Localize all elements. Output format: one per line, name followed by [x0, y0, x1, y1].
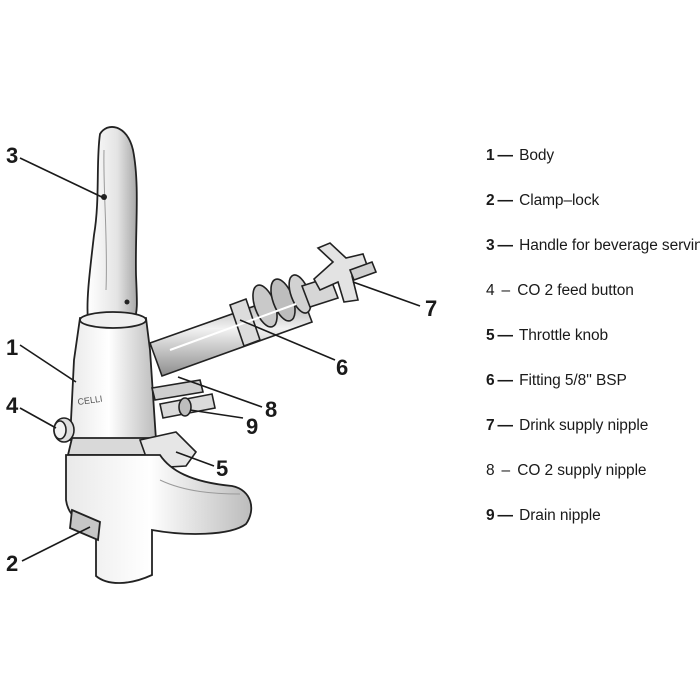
legend-item: 2— Clamp–lock [486, 188, 700, 233]
fitting-pipe [148, 274, 340, 378]
legend-label: Handle for beverage serving [519, 237, 700, 254]
legend-item: 4– CO 2 feed button [486, 278, 700, 323]
legend-number: 2 [486, 192, 495, 209]
legend-number: 8 [486, 462, 495, 479]
legend-label: Fitting 5/8'' BSP [519, 372, 627, 389]
serving-handle [86, 126, 138, 321]
legend-item: 8– CO 2 supply nipple [486, 458, 700, 503]
leader-lines [19, 157, 421, 562]
parts-legend: 1— Body 2— Clamp–lock 3— Handle for beve… [486, 143, 700, 548]
callout-9: 9 [246, 414, 258, 439]
callout-3: 3 [6, 143, 18, 168]
lower-housing [65, 454, 253, 584]
callout-numbers: 3 1 4 2 6 7 8 9 5 [6, 143, 437, 576]
callout-4: 4 [6, 393, 19, 418]
legend-dash: — [497, 192, 514, 209]
legend-item: 9— Drain nipple [486, 503, 700, 548]
co2-feed-button [53, 417, 75, 443]
legend-dash: — [497, 147, 514, 164]
legend-dash: — [497, 417, 514, 434]
legend-item: 3— Handle for beverage serving [486, 233, 700, 278]
callout-7: 7 [425, 296, 437, 321]
callout-5: 5 [216, 456, 228, 481]
legend-number: 9 [486, 507, 495, 524]
legend-dash: — [497, 327, 514, 344]
legend-number: 3 [486, 237, 495, 254]
callout-6: 6 [336, 355, 348, 380]
legend-dash: — [497, 507, 514, 524]
legend-label: Body [519, 147, 555, 164]
legend-number: 1 [486, 147, 495, 164]
legend-number: 4 [486, 282, 495, 299]
legend-dash: — [497, 372, 514, 389]
callout-2: 2 [6, 551, 18, 576]
legend-number: 5 [486, 327, 495, 344]
legend-label: Clamp–lock [519, 192, 600, 209]
legend-label: Throttle knob [518, 327, 609, 344]
legend-dash: – [501, 282, 511, 299]
callout-1: 1 [6, 335, 18, 360]
legend-number: 7 [486, 417, 495, 434]
legend-label: CO 2 feed button [517, 282, 634, 299]
celli-logo: CELLI [77, 394, 103, 407]
legend-item: 1— Body [486, 143, 700, 188]
legend-dash: – [501, 462, 511, 479]
legend-item: 5— Throttle knob [486, 323, 700, 368]
callout-8: 8 [265, 397, 277, 422]
legend-label: CO 2 supply nipple [517, 462, 647, 479]
drink-supply-nipple [312, 242, 378, 303]
legend-label: Drain nipple [519, 507, 601, 524]
legend-item: 6— Fitting 5/8'' BSP [486, 368, 700, 413]
legend-item: 7— Drink supply nipple [486, 413, 700, 458]
legend-dash: — [497, 237, 514, 254]
legend-number: 6 [486, 372, 495, 389]
legend-label: Drink supply nipple [519, 417, 649, 434]
tap-body: CELLI [66, 311, 160, 456]
